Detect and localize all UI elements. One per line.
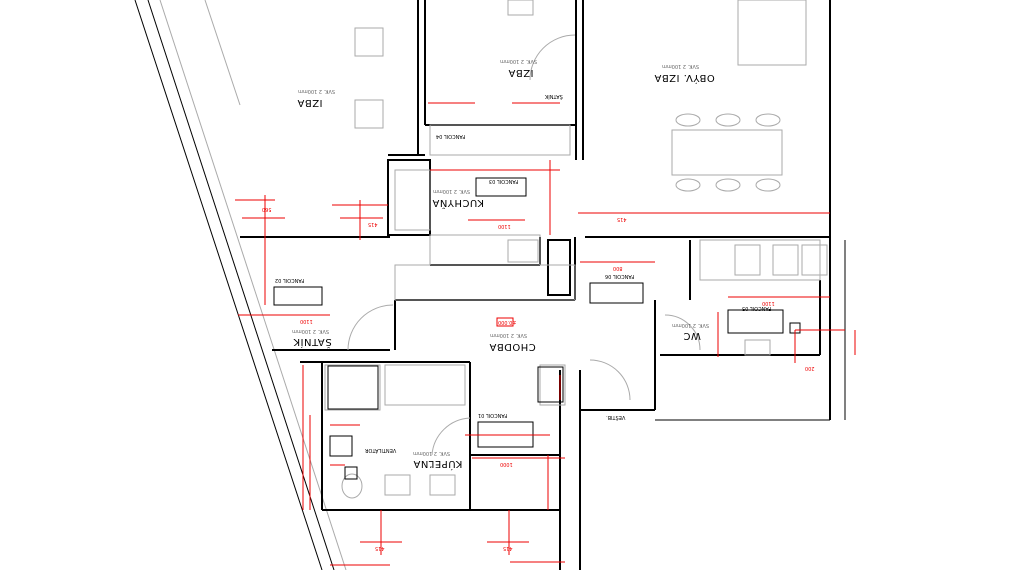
room-finish-kuchyna: SVK. 2 100mm — [433, 188, 471, 194]
fancoil-label: FANCOIL 01 — [478, 412, 508, 418]
dimension-label: 200 — [805, 365, 815, 371]
dimension-label: 415 — [375, 545, 385, 551]
exterior-facade — [134, 0, 347, 570]
dimension-label: 415 — [617, 216, 627, 222]
dimension-label: 1100 — [762, 300, 775, 306]
note-vestibul: VEŠTIB. — [606, 414, 626, 420]
room-finish-satnik: SVK. 2 100mm — [292, 328, 330, 334]
room-finish-kupelna: SVK. 2 100mm — [413, 450, 451, 456]
fancoil-label: FANCOIL 03 — [489, 178, 519, 184]
room-finish-izba-left: SVK. 2 100mm — [298, 88, 336, 94]
room-finish-obyv-izba: SVK. 2 100mm — [662, 63, 700, 69]
dimension-label: 1100 — [300, 318, 313, 324]
note-satnik: ŠATNÍK — [545, 93, 563, 99]
dimension-label: 415 — [368, 221, 378, 227]
room-label-kupelna: KÚPEĽNA — [413, 458, 463, 469]
fancoil-label: FANCOIL 04 — [436, 133, 466, 139]
room-label-kuchyna: KUCHYŇA — [432, 197, 485, 208]
note-ventilator: VENTILÁTOR — [365, 447, 397, 453]
dimension-lines — [235, 102, 856, 566]
dimension-label: 1000 — [500, 461, 513, 467]
dimension-label: 800 — [613, 265, 623, 271]
room-finish-chodba: SVK. 2 100mm — [490, 332, 528, 338]
room-finish-izba-top: SVK. 2 100mm — [500, 58, 538, 64]
level-tag-chodba: ±0.000 — [498, 319, 517, 325]
furniture — [324, 0, 828, 499]
room-finish-wc: SVK. 2 100mm — [672, 322, 710, 328]
dimension-label: 1100 — [498, 223, 511, 229]
fancoil-label: FANCOIL 06 — [605, 273, 635, 279]
fancoil-label: FANCOIL 02 — [275, 277, 305, 283]
dimension-label: 560 — [262, 206, 272, 212]
room-label-wc: WC — [683, 330, 701, 341]
room-label-chodba: CHODBA — [489, 341, 536, 352]
room-label-obyv-izba: OBÝV. IZBA — [654, 72, 715, 83]
room-label-izba-top: IZBA — [508, 67, 534, 78]
room-label-satnik: ŠATNÍK — [293, 336, 332, 347]
dimension-label: 415 — [503, 545, 513, 551]
room-label-izba-left: IZBA — [297, 97, 323, 108]
walls — [240, 0, 846, 570]
